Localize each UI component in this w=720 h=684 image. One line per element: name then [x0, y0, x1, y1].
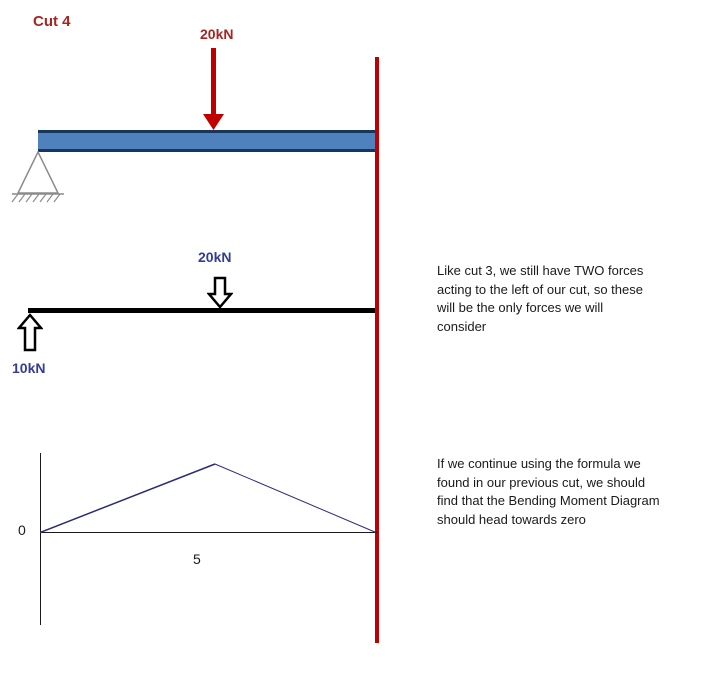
note-bmd-line: find that the Bending Moment Diagram	[437, 493, 660, 508]
note-forces-line: acting to the left of our cut, so these	[437, 281, 643, 297]
bmd-span-label: 5	[193, 551, 201, 567]
load-arrow-icon	[203, 48, 224, 130]
bmd-zero-label: 0	[18, 522, 26, 538]
applied-load-label: 20kN	[200, 26, 234, 42]
fbd-beam-line	[28, 308, 375, 313]
note-bending-moment: If we continue using the formula we foun…	[437, 455, 717, 529]
note-bmd-line: found in our previous cut, we should	[437, 474, 646, 490]
note-bmd-line: should head towards zero	[437, 511, 586, 527]
note-forces: Like cut 3, we still have TWO forces act…	[437, 262, 717, 336]
bmd-x-axis	[40, 532, 377, 533]
beam	[38, 130, 375, 152]
up-block-arrow-icon	[17, 313, 43, 352]
bmd-triangle-curve	[40, 463, 377, 534]
fbd-reaction-label: 10kN	[12, 360, 46, 376]
note-forces-line: will be the only forces we will	[437, 300, 604, 315]
pin-support-icon	[11, 151, 64, 203]
note-forces-line: consider	[437, 318, 487, 334]
cut-line	[375, 57, 379, 643]
note-bmd-line: If we continue using the formula we	[437, 456, 641, 471]
note-forces-line: Like cut 3, we still have TWO forces	[437, 263, 644, 278]
cut-title: Cut 4	[33, 13, 71, 30]
down-block-arrow-icon	[207, 276, 233, 309]
fbd-load-label: 20kN	[198, 249, 232, 265]
bmd-y-axis	[40, 453, 41, 625]
